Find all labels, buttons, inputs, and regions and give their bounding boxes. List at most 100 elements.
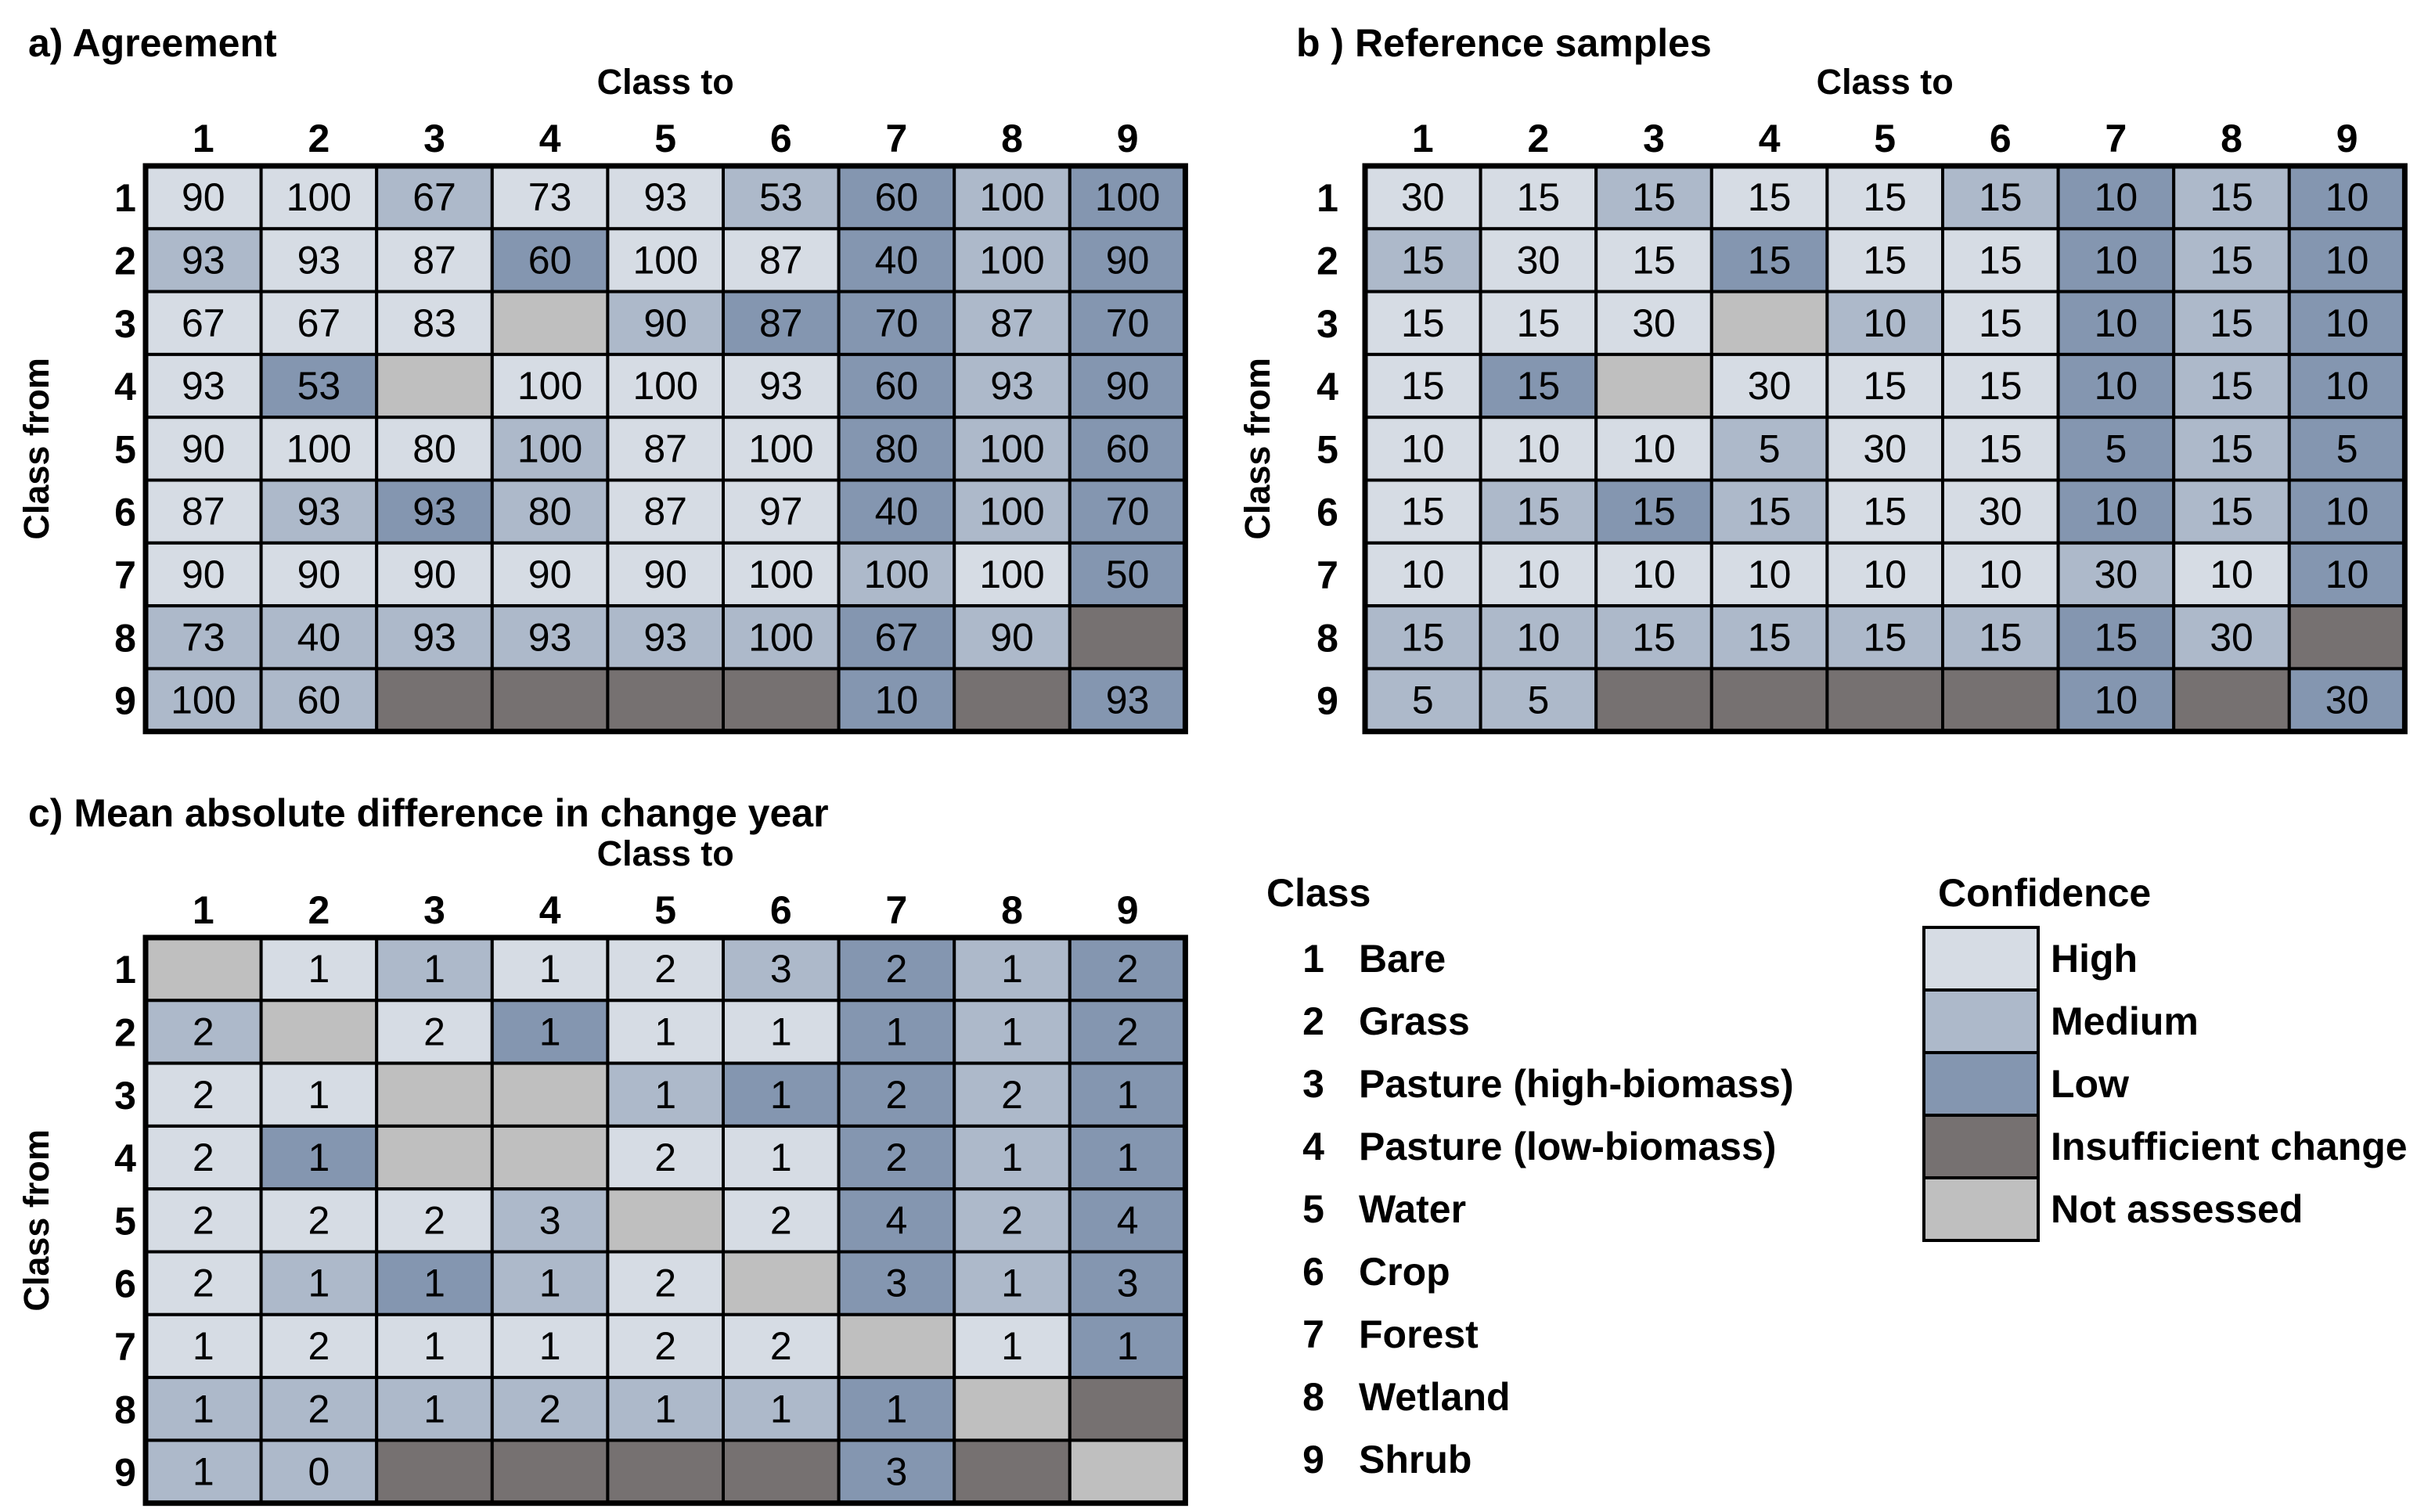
agreement-value-r6-c8: 100 (979, 490, 1044, 534)
reference-samples-cell-r5-c9 (2287, 416, 2407, 482)
reference-samples-value-r8-c8: 30 (2210, 615, 2253, 659)
reference-samples-col-tick-7: 7 (2105, 117, 2127, 160)
agreement-value-r5-c6: 100 (748, 427, 813, 470)
reference-samples-cell-r6-c4 (1709, 478, 1829, 545)
agreement-value-r5-c4: 100 (517, 427, 582, 470)
reference-samples-value-r5-c9: 5 (2336, 427, 2358, 470)
agreement-cell-r6-c5 (606, 478, 726, 545)
mean-abs-diff-row-tick-9: 9 (114, 1451, 136, 1495)
confidence-label-H: High (2051, 937, 2138, 981)
reference-samples-value-r1-c4: 15 (1748, 175, 1792, 219)
reference-samples-value-r8-c7: 15 (2095, 615, 2138, 659)
reference-samples-row-tick-8: 8 (1317, 616, 1338, 660)
mean-abs-diff-value-r7-c4: 1 (539, 1324, 561, 1368)
mean-abs-diff-value-r8-c2: 2 (308, 1387, 330, 1431)
agreement-value-r5-c2: 100 (286, 427, 351, 470)
reference-samples-value-r6-c5: 15 (1863, 490, 1907, 534)
mean-abs-diff-value-r4-c1: 2 (193, 1136, 214, 1179)
reference-samples-border (1362, 163, 2408, 735)
reference-samples-value-r7-c4: 10 (1748, 553, 1792, 596)
mean-abs-diff-value-r1-c9: 2 (1117, 947, 1139, 991)
agreement-cell-r5-c3 (375, 416, 494, 482)
reference-samples-value-r5-c3: 10 (1632, 427, 1676, 470)
reference-samples-cell-r6-c7 (2056, 478, 2176, 545)
reference-samples-value-r2-c6: 15 (1979, 238, 2023, 282)
agreement-value-r9-c7: 10 (875, 679, 919, 722)
mean-abs-diff-cell-r2-c2 (259, 999, 379, 1065)
mean-abs-diff-value-r6-c3: 1 (423, 1262, 445, 1305)
agreement-value-r6-c3: 93 (412, 490, 456, 534)
agreement-cell-r8-c3 (375, 604, 494, 671)
reference-samples-value-r1-c3: 15 (1632, 175, 1676, 219)
confidence-label-I: Insufficient change (2051, 1125, 2408, 1168)
mean-abs-diff-cell-r4-c7 (837, 1124, 956, 1191)
mean-abs-diff-cell-r3-c3 (375, 1061, 494, 1128)
class-legend-name-9: Shrub (1359, 1438, 1471, 1481)
agreement-value-r8-c8: 90 (990, 615, 1034, 659)
confidence-legend-heading: Confidence (1938, 871, 2151, 915)
mean-abs-diff-value-r3-c1: 2 (193, 1073, 214, 1117)
reference-samples-value-r2-c1: 15 (1401, 238, 1445, 282)
class-legend-heading: Class (1266, 871, 1371, 915)
agreement-cell-r3-c1 (144, 290, 263, 356)
mean-abs-diff-border (142, 934, 1188, 1507)
mean-abs-diff-value-r5-c8: 2 (1001, 1198, 1023, 1242)
agreement-cell-r7-c2 (259, 541, 379, 608)
reference-samples-row-tick-1: 1 (1317, 176, 1338, 220)
agreement-col-tick-5: 5 (654, 117, 676, 160)
reference-samples-value-r6-c3: 15 (1632, 490, 1676, 534)
reference-samples-value-r9-c7: 10 (2095, 679, 2138, 722)
reference-samples-row-tick-3: 3 (1317, 302, 1338, 346)
mean-abs-diff-panel: c) Mean absolute difference in change ye… (16, 791, 1188, 1507)
reference-samples-value-r8-c6: 15 (1979, 615, 2023, 659)
mean-abs-diff-cell-r9-c2 (259, 1438, 379, 1505)
agreement-value-r3-c9: 70 (1106, 301, 1150, 345)
confidence-label-N: Not assessed (2051, 1187, 2303, 1231)
mean-abs-diff-value-r4-c2: 1 (308, 1136, 330, 1179)
agreement-cell-r1-c8 (953, 164, 1072, 231)
mean-abs-diff-value-r6-c8: 1 (1001, 1262, 1023, 1305)
agreement-col-tick-2: 2 (308, 117, 330, 160)
reference-samples-value-r3-c2: 15 (1517, 301, 1561, 345)
reference-samples-value-r2-c5: 15 (1863, 238, 1907, 282)
agreement-cell-r7-c9 (1068, 541, 1187, 608)
reference-samples-cell-r2-c5 (1825, 227, 1944, 293)
mean-abs-diff-value-r4-c9: 1 (1117, 1136, 1139, 1179)
agreement-title: a) Agreement (28, 21, 277, 65)
agreement-value-r3-c2: 67 (297, 301, 341, 345)
reference-samples-row-tick-6: 6 (1317, 491, 1338, 535)
mean-abs-diff-value-r2-c8: 1 (1001, 1010, 1023, 1053)
reference-samples-cell-r6-c2 (1479, 478, 1598, 545)
agreement-value-r1-c4: 73 (528, 175, 572, 219)
agreement-cell-r2-c7 (837, 227, 956, 293)
mean-abs-diff-value-r6-c1: 2 (193, 1262, 214, 1305)
agreement-cell-r8-c9 (1068, 604, 1187, 671)
reference-samples-row-tick-4: 4 (1317, 365, 1338, 409)
agreement-cell-r9-c9 (1068, 667, 1187, 733)
mean-abs-diff-cell-r1-c6 (722, 936, 841, 1003)
class-legend-number-7: 7 (1302, 1312, 1324, 1356)
agreement-col-tick-1: 1 (193, 117, 214, 160)
class-legend-number-6: 6 (1302, 1250, 1324, 1294)
agreement-value-r8-c3: 93 (412, 615, 456, 659)
mean-abs-diff-value-r7-c1: 1 (193, 1324, 214, 1368)
reference-samples-cell-r6-c3 (1594, 478, 1713, 545)
mean-abs-diff-value-r6-c7: 3 (885, 1262, 907, 1305)
mean-abs-diff-value-r8-c6: 1 (770, 1387, 792, 1431)
agreement-value-r5-c3: 80 (412, 427, 456, 470)
mean-abs-diff-row-tick-7: 7 (114, 1325, 136, 1369)
reference-samples-value-r8-c2: 10 (1517, 615, 1561, 659)
mean-abs-diff-value-r9-c7: 3 (885, 1450, 907, 1494)
mean-abs-diff-cell-r8-c9 (1068, 1376, 1187, 1442)
agreement-cell-r2-c3 (375, 227, 494, 293)
reference-samples-row-tick-7: 7 (1317, 553, 1338, 597)
mean-abs-diff-cell-r4-c9 (1068, 1124, 1187, 1191)
mean-abs-diff-value-r3-c5: 1 (654, 1073, 676, 1117)
class-legend-number-4: 4 (1302, 1125, 1324, 1168)
reference-samples-value-r6-c1: 15 (1401, 490, 1445, 534)
mean-abs-diff-cell-r4-c3 (375, 1124, 494, 1191)
agreement-cell-r3-c2 (259, 290, 379, 356)
agreement-row-tick-5: 5 (114, 427, 136, 471)
reference-samples-cell-r4-c9 (2287, 352, 2407, 419)
agreement-value-r4-c2: 53 (297, 364, 341, 408)
